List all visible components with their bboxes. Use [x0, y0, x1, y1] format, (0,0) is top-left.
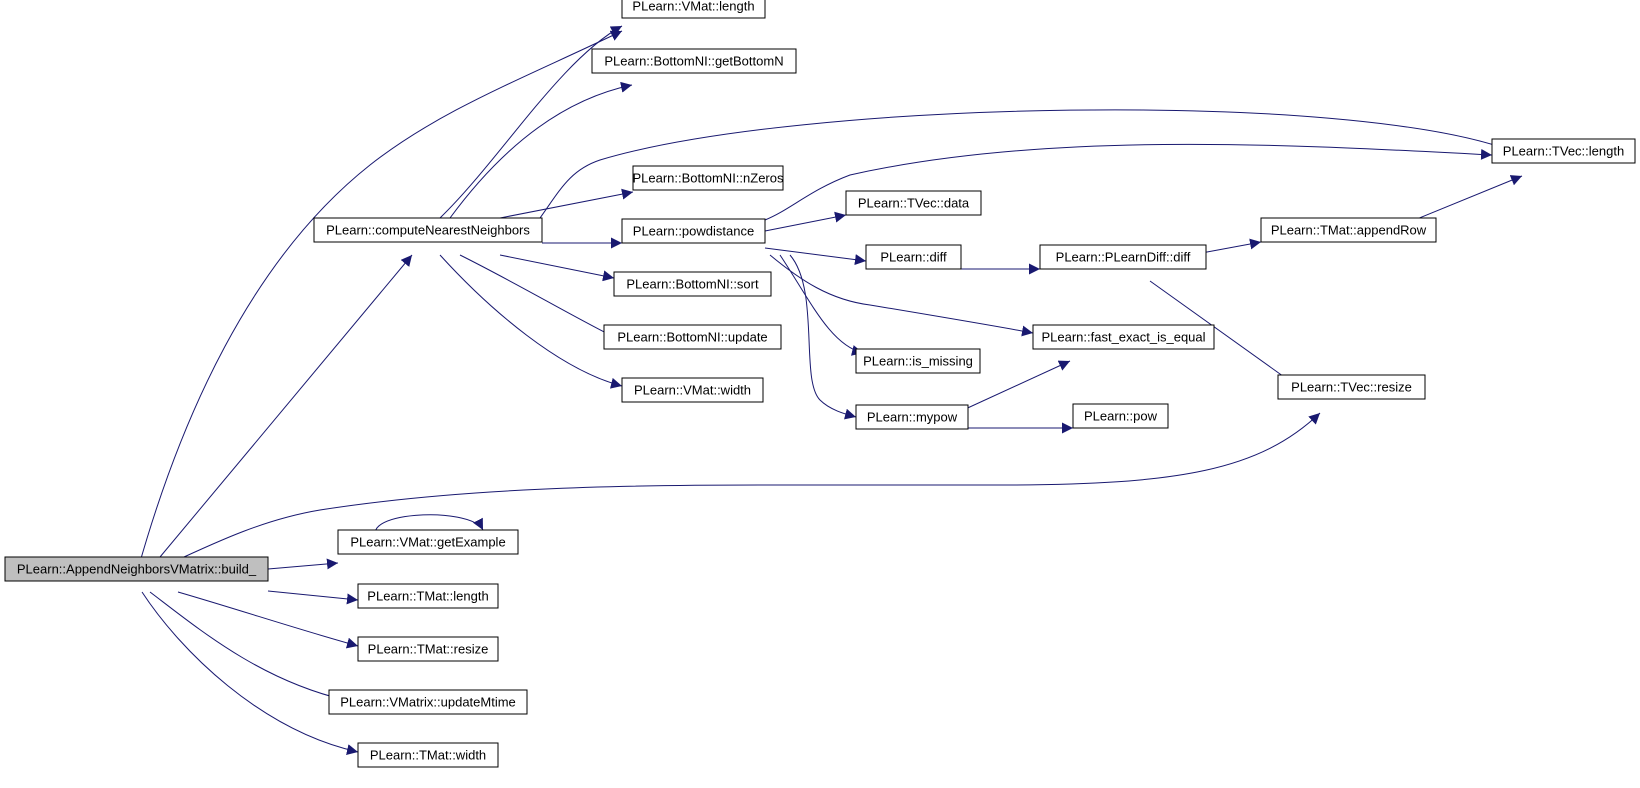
node-nzeros[interactable]: PLearn::BottomNI::nZeros [632, 165, 784, 191]
node-label: PLearn::diff [880, 250, 947, 265]
node-label: PLearn::PLearnDiff::diff [1056, 250, 1191, 265]
edge-root-to-tvec-resize [157, 412, 1321, 570]
edge-cnn-to-vmat-length [439, 25, 623, 219]
node-label: PLearn::BottomNI::update [617, 330, 767, 345]
node-label: PLearn::BottomNI::getBottomN [604, 54, 783, 69]
edge-root-to-tmat-resize [177, 591, 359, 649]
node-label: PLearn::VMat::getExample [350, 535, 505, 550]
edge-powdistance-to-ismissing [779, 254, 864, 356]
node-box [337, 529, 519, 555]
edge-root-to-vmat-length [137, 30, 623, 570]
node-label: PLearn::fast_exact_is_equal [1041, 330, 1205, 345]
nodes-layer: PLearn::AppendNeighborsVMatrix::build_PL… [4, 0, 1636, 768]
edge-cnn-to-getbottomn [449, 81, 633, 219]
edge-powdistance-to-diff [764, 247, 867, 266]
node-label: PLearn::BottomNI::nZeros [632, 171, 784, 186]
node-label: PLearn::mypow [867, 410, 958, 425]
node-box [1072, 403, 1169, 429]
node-tmat-resize[interactable]: PLearn::TMat::resize [357, 636, 499, 662]
node-tvec-resize[interactable]: PLearn::TVec::resize [1277, 374, 1426, 400]
node-mypow[interactable]: PLearn::mypow [855, 404, 969, 430]
edge-cnn-to-nzeros [499, 188, 634, 219]
edge-root-to-updatemtime [149, 591, 346, 703]
node-diff[interactable]: PLearn::diff [865, 244, 962, 270]
node-box [1039, 244, 1207, 270]
node-label: PLearn::computeNearestNeighbors [326, 223, 530, 238]
node-label: PLearn::VMat::width [634, 383, 751, 398]
node-label: PLearn::TMat::appendRow [1271, 223, 1427, 238]
node-box [621, 218, 766, 244]
node-root[interactable]: PLearn::AppendNeighborsVMatrix::build_ [4, 556, 269, 582]
node-cnn[interactable]: PLearn::computeNearestNeighbors [313, 217, 543, 243]
node-box [357, 742, 499, 768]
node-tvec-length[interactable]: PLearn::TVec::length [1491, 138, 1636, 164]
edge-powdistance-to-fastequal [769, 254, 1034, 337]
edge-root-to-cnn [149, 254, 413, 570]
node-box [855, 348, 981, 374]
node-tmat-width[interactable]: PLearn::TMat::width [357, 742, 499, 768]
node-label: PLearn::TVec::length [1503, 144, 1624, 159]
node-box [357, 636, 499, 662]
node-box [1260, 217, 1437, 243]
node-ismissing[interactable]: PLearn::is_missing [855, 348, 981, 374]
edges-layer [137, 25, 1523, 755]
node-tmat-length[interactable]: PLearn::TMat::length [357, 583, 499, 609]
edge-cnn-to-sort [499, 254, 615, 282]
node-appendrow[interactable]: PLearn::TMat::appendRow [1260, 217, 1437, 243]
node-box [632, 165, 784, 191]
node-box [621, 377, 764, 403]
node-box [1277, 374, 1426, 400]
node-tvec-data[interactable]: PLearn::TVec::data [845, 190, 982, 216]
node-box [855, 404, 969, 430]
node-box [613, 271, 772, 297]
node-update[interactable]: PLearn::BottomNI::update [603, 324, 782, 350]
node-label: PLearn::AppendNeighborsVMatrix::build_ [17, 562, 257, 577]
node-pldiff[interactable]: PLearn::PLearnDiff::diff [1039, 244, 1207, 270]
node-box [603, 324, 782, 350]
node-label: PLearn::powdistance [633, 224, 754, 239]
node-label: PLearn::VMatrix::updateMtime [340, 695, 516, 710]
node-box [328, 689, 528, 715]
node-box [1491, 138, 1636, 164]
edge-root-to-tmat-width [141, 591, 359, 755]
node-powdistance[interactable]: PLearn::powdistance [621, 218, 766, 244]
node-label: PLearn::pow [1084, 409, 1158, 424]
edge-root-to-getexample [267, 558, 339, 570]
node-getbottomn[interactable]: PLearn::BottomNI::getBottomN [591, 48, 797, 74]
edge-powdistance-to-tvec-data [764, 211, 847, 232]
node-label: PLearn::TVec::data [858, 196, 970, 211]
node-vmat-length[interactable]: PLearn::VMat::length [621, 0, 766, 19]
node-box [865, 244, 962, 270]
node-label: PLearn::TMat::resize [368, 642, 489, 657]
node-box [621, 0, 766, 19]
edge-root-to-tmat-length [267, 590, 359, 605]
node-pow[interactable]: PLearn::pow [1072, 403, 1169, 429]
edge-cnn-to-tvec-length [539, 109, 1513, 219]
node-label: PLearn::VMat::length [632, 0, 754, 14]
node-label: PLearn::TVec::resize [1291, 380, 1412, 395]
node-box [591, 48, 797, 74]
edge-cnn-to-update [459, 254, 617, 339]
edge-cnn-to-vmat-width [439, 254, 623, 389]
node-label: PLearn::TMat::width [370, 748, 486, 763]
node-fastequal[interactable]: PLearn::fast_exact_is_equal [1032, 324, 1215, 350]
node-box [1032, 324, 1215, 350]
edge-powdistance-to-mypow [789, 254, 857, 420]
node-box [4, 556, 269, 582]
node-updatemtime[interactable]: PLearn::VMatrix::updateMtime [328, 689, 528, 715]
edge-powdistance-to-tvec-length [764, 143, 1493, 221]
node-label: PLearn::is_missing [863, 354, 973, 369]
node-box [357, 583, 499, 609]
node-label: PLearn::BottomNI::sort [626, 277, 759, 292]
node-label: PLearn::TMat::length [367, 589, 488, 604]
node-sort[interactable]: PLearn::BottomNI::sort [613, 271, 772, 297]
node-getexample[interactable]: PLearn::VMat::getExample [337, 529, 519, 555]
node-vmat-width[interactable]: PLearn::VMat::width [621, 377, 764, 403]
node-box [845, 190, 982, 216]
node-box [313, 217, 543, 243]
